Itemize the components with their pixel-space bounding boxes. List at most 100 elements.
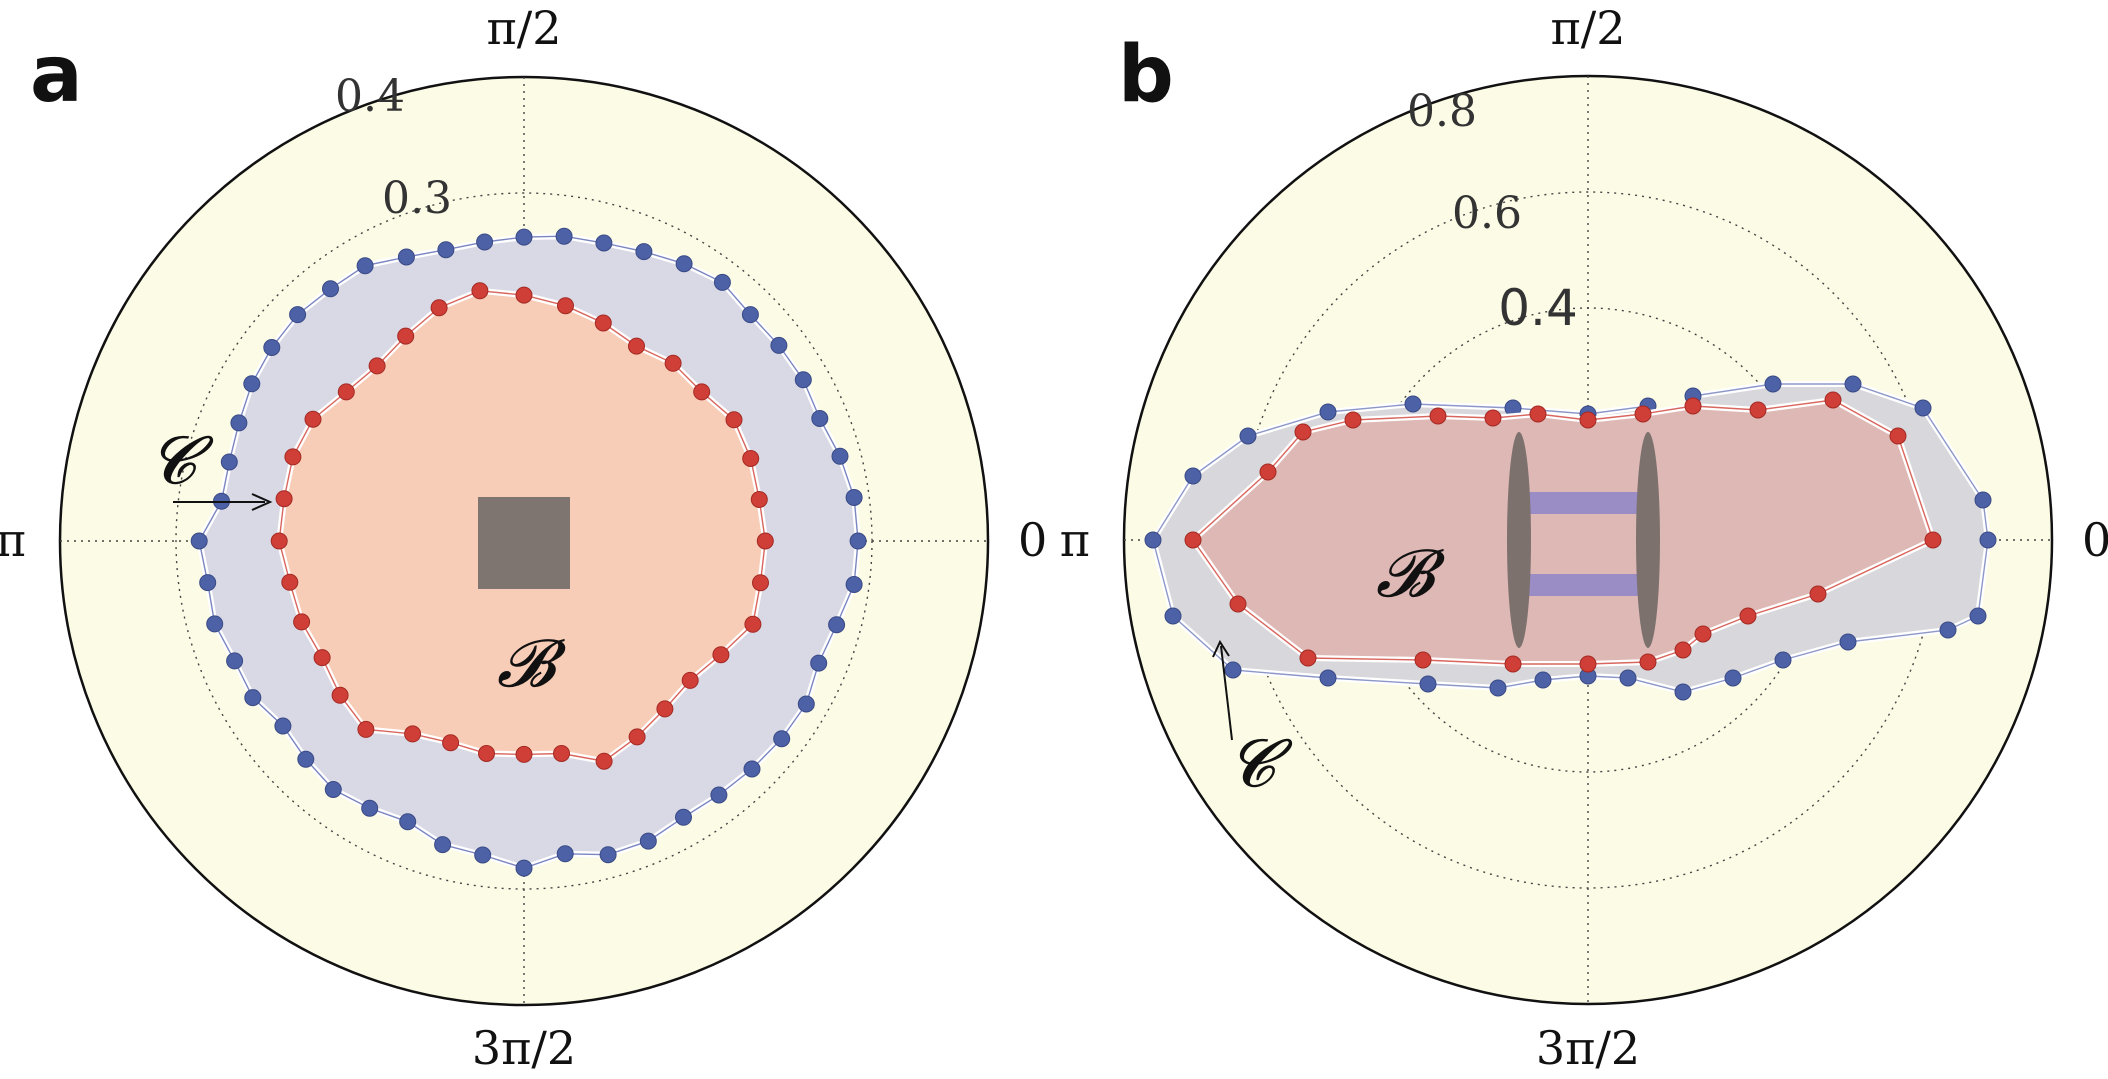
series-c-point [1774, 651, 1792, 669]
series-c-point [1674, 683, 1692, 701]
series-b-point [1674, 641, 1692, 659]
panel-a-angle-label-top: π/2 [487, 1, 562, 55]
panel-b-series [1144, 375, 1997, 701]
series-b-point [515, 286, 533, 304]
panel-b: b π/2 0 π 3π/2 0.8 0.6 0.4 𝓑 𝓒 [1060, 1, 2108, 1075]
series-b-point [628, 337, 645, 355]
series-b-point [1529, 405, 1547, 423]
series-c-point [1844, 375, 1862, 393]
series-c-point [243, 375, 261, 393]
series-b-point [553, 745, 570, 762]
series-b-point [656, 700, 674, 718]
series-b-point [1184, 531, 1202, 549]
series-c-point [639, 832, 657, 850]
series-c-point [220, 453, 238, 471]
series-b-point [337, 383, 355, 401]
series-b-point [275, 490, 293, 508]
series-c-point [190, 532, 208, 550]
series-b-point [725, 411, 743, 429]
series-c-point [1939, 621, 1957, 639]
series-c-point [397, 248, 415, 266]
series-c-point [828, 616, 846, 634]
series-b-point [712, 646, 730, 664]
series-c-point [556, 845, 574, 863]
series-b-point [293, 613, 311, 631]
panel-a-radial-label-0-4: 0.4 [335, 71, 405, 122]
series-c-point [226, 652, 244, 670]
series-c-point [773, 730, 791, 748]
series-b-point [744, 615, 762, 633]
series-c-point [1419, 675, 1437, 693]
series-b-point [442, 734, 460, 752]
series-c-point [206, 615, 224, 633]
series-b-point [1294, 423, 1312, 441]
series-b-point [1429, 407, 1447, 425]
series-c-point [1489, 679, 1507, 697]
panel-a-label: a [30, 30, 83, 120]
series-b-point [1344, 411, 1362, 429]
series-c-point [1764, 375, 1782, 393]
series-c-point [1404, 395, 1422, 413]
series-c-point [770, 336, 788, 354]
series-c-point [675, 255, 693, 273]
series-b-point [1484, 409, 1502, 427]
series-b-point [331, 686, 349, 704]
series-c-point [599, 846, 617, 864]
series-b-point [752, 574, 769, 592]
series-c-point [1319, 403, 1337, 421]
series-b-point [1579, 411, 1597, 429]
series-b-point [430, 299, 448, 317]
series-b-point [357, 720, 375, 738]
panel-b-radial-label-0-6: 0.6 [1452, 188, 1522, 239]
series-b-point [664, 354, 682, 372]
panel-b-radial-label-0-4: 0.4 [1498, 279, 1578, 337]
series-c-point [274, 717, 292, 735]
series-c-point [1534, 671, 1552, 689]
series-b-point [756, 532, 774, 550]
panel-a-obstacle-square [478, 497, 570, 589]
series-b-point [750, 491, 768, 508]
series-c-point [635, 243, 653, 261]
series-c-point [356, 257, 374, 275]
series-c-point [476, 233, 494, 251]
series-c-point [1144, 531, 1162, 549]
series-c-point [324, 781, 342, 798]
series-b-point [742, 450, 760, 467]
series-c-point [831, 447, 849, 465]
series-b-point [1639, 653, 1657, 671]
series-b-point [404, 725, 422, 743]
series-b-point [1749, 401, 1767, 419]
series-b-point [1414, 651, 1432, 669]
series-c-point [244, 689, 262, 707]
series-b-point [1889, 427, 1907, 445]
series-b-point [1924, 531, 1942, 549]
series-c-point [1239, 427, 1257, 445]
series-c-point [741, 306, 759, 324]
series-c-point [1839, 633, 1857, 651]
series-c-point [1319, 669, 1337, 687]
series-c-point [1974, 491, 1992, 509]
series-c-point [515, 859, 533, 877]
series-c-point [810, 654, 828, 672]
series-c-point [710, 786, 728, 804]
series-c-point [399, 813, 417, 831]
series-b-point [313, 649, 331, 667]
series-c-point [434, 836, 452, 854]
series-c-point [297, 750, 315, 768]
panel-b-angle-label-bottom: 3π/2 [1536, 1021, 1640, 1075]
series-b-point [270, 532, 288, 550]
panel-b-arrow-c [1212, 639, 1233, 741]
series-c-point [199, 574, 217, 592]
panel-b-label: b [1118, 30, 1174, 120]
series-c-point [1979, 531, 1997, 549]
panel-b-bar-bottom [1522, 574, 1646, 596]
series-c-point [845, 576, 863, 593]
series-c-point [289, 306, 307, 324]
series-b-point [1299, 649, 1317, 667]
series-b-point [368, 357, 386, 375]
series-c-point [474, 846, 492, 864]
series-c-point [361, 799, 379, 817]
series-b-point [628, 728, 646, 746]
series-c-point [230, 414, 248, 432]
series-c-point [845, 489, 863, 506]
